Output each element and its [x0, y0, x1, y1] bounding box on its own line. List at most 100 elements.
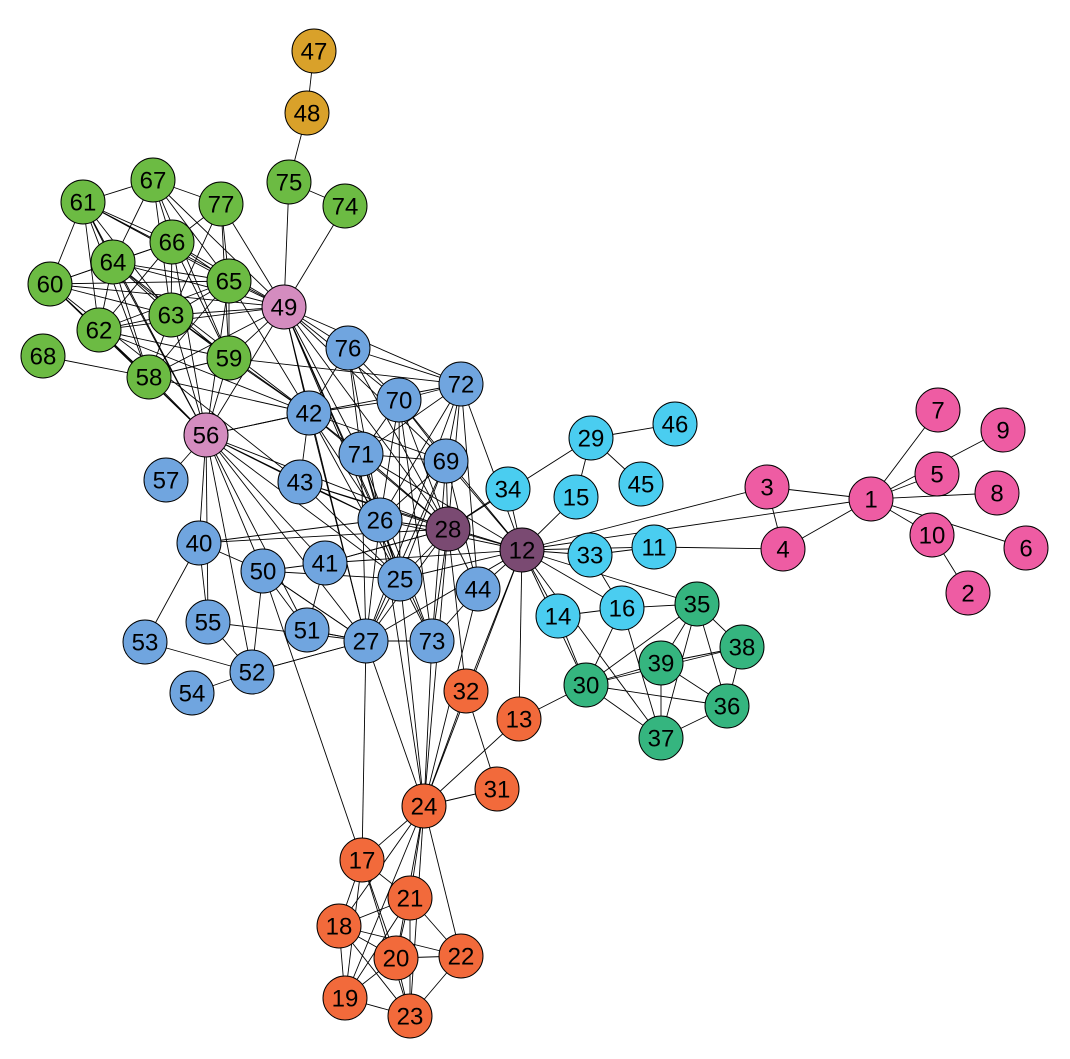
node-label: 50	[250, 559, 277, 586]
node-circle	[286, 390, 332, 436]
node-2: 2	[945, 570, 991, 616]
node-55: 55	[185, 599, 231, 645]
node-31: 31	[474, 766, 520, 812]
node-circle	[148, 292, 194, 338]
node-circle	[185, 599, 231, 645]
node-label: 45	[628, 472, 655, 499]
edge-24-19	[344, 805, 425, 999]
node-label: 34	[495, 477, 522, 504]
node-circle	[322, 975, 368, 1021]
node-label: 37	[648, 726, 675, 753]
node-label: 51	[294, 618, 321, 645]
node-label: 40	[186, 531, 213, 558]
node-circle	[284, 90, 330, 136]
node-circle	[945, 570, 991, 616]
node-label: 2	[961, 581, 974, 608]
node-label: 22	[448, 944, 475, 971]
node-38: 38	[719, 624, 765, 670]
node-73: 73	[409, 618, 455, 664]
node-1: 1	[848, 476, 894, 522]
node-label: 28	[435, 517, 462, 544]
node-label: 73	[419, 629, 446, 656]
node-label: 67	[140, 168, 167, 195]
node-label: 36	[714, 694, 741, 721]
edge-12-37	[521, 549, 662, 739]
edge-49-67	[152, 179, 285, 308]
node-circle	[76, 307, 122, 353]
node-label: 23	[397, 1004, 424, 1031]
node-circle	[567, 532, 613, 578]
node-circle	[719, 624, 765, 670]
node-label: 4	[776, 537, 789, 564]
node-72: 72	[438, 361, 484, 407]
node-circle	[373, 935, 419, 981]
node-75: 75	[266, 159, 312, 205]
node-circle	[848, 476, 894, 522]
node-circle	[563, 662, 609, 708]
node-circle	[90, 239, 136, 285]
edge-58-61	[82, 201, 150, 378]
node-37: 37	[638, 715, 684, 761]
node-57: 57	[143, 457, 189, 503]
node-circle	[909, 512, 955, 558]
edge-25-43	[299, 481, 401, 580]
node-label: 27	[353, 629, 380, 656]
node-label: 31	[484, 777, 511, 804]
edge-64-42	[112, 261, 310, 414]
node-label: 16	[609, 596, 636, 623]
node-label: 44	[465, 577, 492, 604]
edge-40-26	[198, 519, 381, 544]
node-circle	[240, 548, 286, 594]
node-label: 10	[919, 523, 946, 550]
node-label: 74	[332, 194, 359, 221]
node-70: 70	[376, 377, 422, 423]
node-label: 56	[193, 423, 220, 450]
edge-25-56	[205, 434, 401, 580]
node-21: 21	[387, 875, 433, 921]
node-label: 62	[86, 318, 113, 345]
node-19: 19	[322, 975, 368, 1021]
edge-56-61	[82, 201, 207, 436]
node-label: 11	[642, 535, 667, 562]
edge-27-71	[360, 453, 367, 642]
node-circle	[27, 261, 73, 307]
node-32: 32	[443, 668, 489, 714]
node-58: 58	[126, 354, 172, 400]
node-label: 14	[545, 604, 572, 631]
node-label: 64	[100, 250, 127, 277]
node-7: 7	[915, 387, 961, 433]
node-44: 44	[455, 566, 501, 612]
node-circle	[325, 325, 371, 371]
node-23: 23	[387, 993, 433, 1039]
node-label: 18	[326, 914, 353, 941]
node-circle	[980, 407, 1026, 453]
edge-49-71	[283, 306, 362, 455]
node-circle	[229, 649, 275, 695]
node-circle	[652, 401, 698, 447]
node-label: 70	[386, 388, 413, 415]
node-label: 48	[294, 101, 321, 128]
node-circle	[631, 524, 677, 570]
node-circle	[443, 668, 489, 714]
node-48: 48	[284, 90, 330, 136]
node-18: 18	[316, 903, 362, 949]
node-circle	[284, 607, 330, 653]
node-17: 17	[339, 837, 385, 883]
edge-56-51	[205, 434, 308, 631]
node-circle	[553, 474, 599, 520]
node-label: 42	[296, 401, 323, 428]
node-circle	[499, 527, 545, 573]
node-circle	[760, 526, 806, 572]
node-50: 50	[240, 548, 286, 594]
node-64: 64	[90, 239, 136, 285]
edge-12-13	[518, 549, 523, 720]
node-circle	[376, 377, 422, 423]
node-circle	[176, 520, 222, 566]
node-label: 25	[387, 567, 414, 594]
node-77: 77	[198, 181, 244, 227]
edge-49-69	[283, 306, 447, 462]
node-label: 75	[276, 170, 303, 197]
node-circle	[198, 181, 244, 227]
node-label: 76	[335, 336, 362, 363]
node-33: 33	[567, 532, 613, 578]
